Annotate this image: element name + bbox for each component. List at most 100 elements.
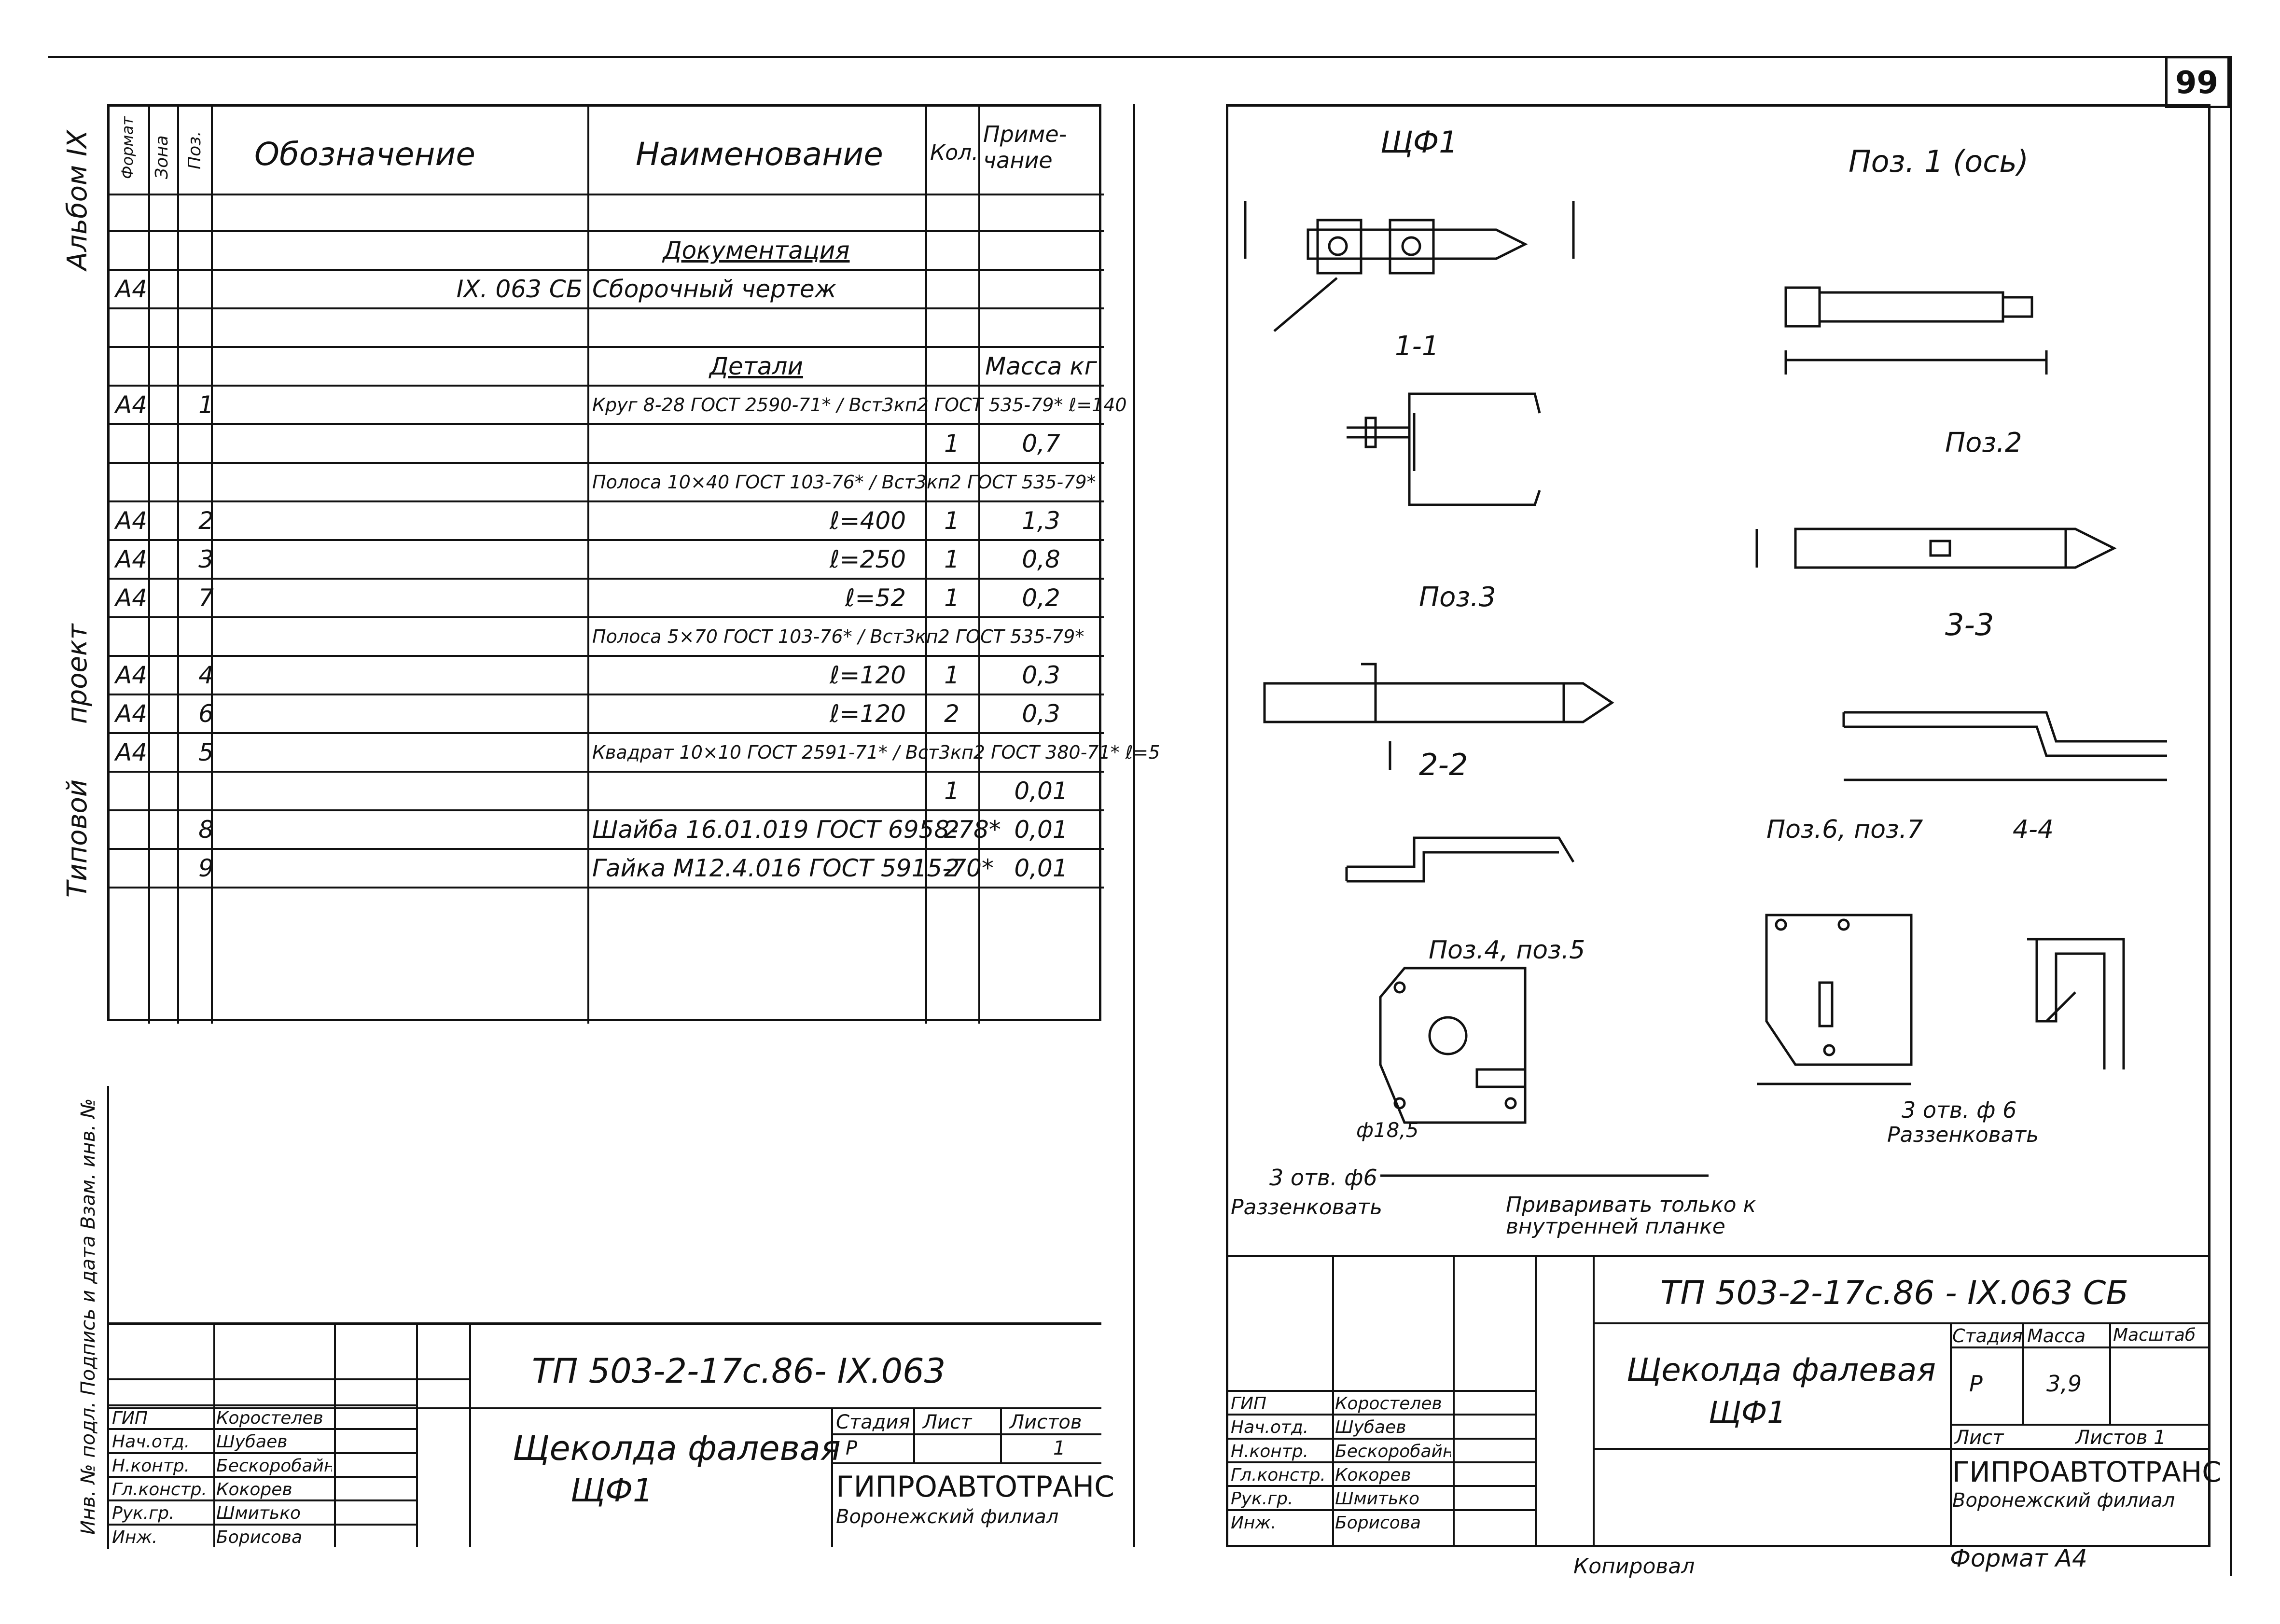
spec-cell-pos: 1 — [198, 391, 214, 419]
signature-role: Инж. — [1231, 1513, 1277, 1533]
rtb-line — [1593, 1448, 1950, 1450]
spec-cell-des — [225, 657, 587, 694]
signature-row: Н.контр.Бескоробайный — [107, 1452, 416, 1476]
spec-cell-name: Круг 8-28 ГОСТ 2590-71* / Вст3кп2 ГОСТ 5… — [592, 394, 1127, 416]
countersink-left: Раззенковать — [1231, 1195, 1382, 1220]
spec-cell-qty: 1 — [944, 545, 959, 573]
header-note: Приме-чание — [983, 121, 1067, 173]
spec-cell-qty: 1 — [944, 507, 959, 535]
rtb-col — [2022, 1322, 2024, 1424]
rtb-top-line — [1226, 1255, 2210, 1257]
spec-cell-pos — [187, 773, 225, 809]
plate-6 — [1316, 219, 1362, 275]
spec-row — [110, 194, 1104, 232]
left-item-code: ЩФ1 — [570, 1472, 653, 1509]
spec-cell-des — [225, 232, 587, 269]
spec-cell-note: 0,01 — [1014, 854, 1068, 882]
spec-cell-fmt: А4 — [115, 584, 148, 612]
right-mass-header: Масса — [2027, 1325, 2086, 1346]
spec-row: Документация — [110, 232, 1104, 271]
right-stage-value: Р — [1969, 1371, 1983, 1397]
right-org-branch: Воронежский филиал — [1952, 1489, 2175, 1512]
signature-role: Гл.констр. — [112, 1480, 207, 1499]
spec-cell-note: 0,7 — [1022, 430, 1060, 458]
spec-cell-pos: 3 — [198, 545, 214, 573]
header-format: Формат — [118, 116, 137, 179]
spec-cell-des: IX. 063 СБ — [456, 275, 583, 303]
signature-row: Нач.отд.Шубаев — [1226, 1414, 1535, 1437]
signature-row: Гл.констр. Кокорев — [107, 1476, 416, 1499]
technical-drawing: ЩФ1 Поз. 1 (ось) 1-1 Поз.2 Поз.3 3-3 2-2… — [1231, 125, 2167, 1239]
spec-cell-qty — [925, 194, 978, 230]
signature-name: Борисова — [1335, 1513, 1421, 1533]
signature-name: Шмитько — [1335, 1489, 1420, 1509]
spec-cell-note — [978, 734, 1104, 771]
spec-cell-pos — [187, 194, 225, 230]
tb-top-line — [107, 1322, 1101, 1325]
spec-cell-note: 0,3 — [1022, 700, 1060, 728]
tb-col — [913, 1407, 915, 1462]
spec-cell-fmt: А4 — [115, 507, 148, 535]
header-name: Наименование — [636, 136, 883, 173]
spec-cell-qty — [925, 309, 978, 346]
pos67-title: Поз.6, поз.7 — [1766, 815, 1923, 844]
spec-cell-pos — [187, 232, 225, 269]
spec-cell-note — [978, 309, 1104, 346]
spec-cell-note — [978, 387, 1104, 423]
signature-row: Инж. Борисова — [107, 1523, 416, 1547]
spec-cell-note — [978, 464, 1104, 500]
tb-col — [416, 1322, 418, 1547]
signature-row: Нач.отд.Шубаев — [107, 1428, 416, 1452]
spec-cell-note: 0,3 — [1022, 661, 1060, 689]
weld-note-2: внутренней планке — [1506, 1214, 1725, 1239]
section-1-1: 1-1 — [1395, 331, 1439, 362]
signature-role: Инж. — [112, 1527, 158, 1547]
signature-row: Гл.констр.Кокорев — [1226, 1461, 1535, 1485]
header-designation: Обозначение — [254, 136, 475, 173]
spec-cell-qty: 2 — [944, 816, 959, 844]
rtb-col — [1453, 1255, 1455, 1547]
spec-cell-des — [225, 502, 587, 539]
col-line — [587, 107, 589, 1024]
spec-cell-pos: 6 — [198, 700, 214, 728]
signature-name: Кокорев — [216, 1480, 292, 1499]
signature-name: Коростелев — [1335, 1394, 1442, 1414]
spec-cell-fmt — [115, 618, 149, 655]
signature-row: Инж. Борисова — [1226, 1509, 1535, 1533]
spec-cell-qty: 2 — [944, 700, 959, 728]
left-org-branch: Воронежский филиал — [836, 1506, 1059, 1528]
top-border-line — [48, 56, 2230, 58]
spec-cell-fmt: А4 — [115, 661, 148, 689]
drawing-frame — [1226, 104, 2210, 1547]
spec-cell-fmt: А4 — [115, 738, 148, 766]
spec-cell-qty — [925, 618, 978, 655]
spec-cell-pos: 8 — [198, 816, 214, 844]
spec-cell-qty — [925, 464, 978, 500]
spec-cell-name: Квадрат 10×10 ГОСТ 2591-71* / Вст3кп2 ГО… — [592, 742, 1160, 763]
tb-line — [831, 1433, 1101, 1435]
spec-cell-name: ℓ=120 — [830, 661, 906, 689]
signature-role: Рук.гр. — [112, 1503, 175, 1524]
spec-cell-name — [587, 425, 920, 462]
spec-cell-des — [225, 773, 587, 809]
spec-cell-name: Шайба 16.01.019 ГОСТ 6958-78* — [592, 816, 1001, 844]
signature-name: Борисова — [216, 1527, 303, 1547]
header-bottom-line — [110, 194, 1104, 195]
phi-18-5: ф18,5 — [1356, 1118, 1418, 1142]
spec-cell-des — [225, 618, 587, 655]
spec-cell-fmt: А4 — [115, 545, 148, 573]
typical-label: Типовой — [62, 779, 93, 898]
right-border-line — [2230, 56, 2232, 1576]
spec-cell-pos — [187, 618, 225, 655]
spec-cell-note: Масса кг — [985, 352, 1097, 380]
spec-cell-des — [225, 850, 587, 887]
spec-cell-note: 0,01 — [1014, 777, 1068, 805]
signature-row: Н.контр.Бескоробайный — [1226, 1437, 1535, 1461]
